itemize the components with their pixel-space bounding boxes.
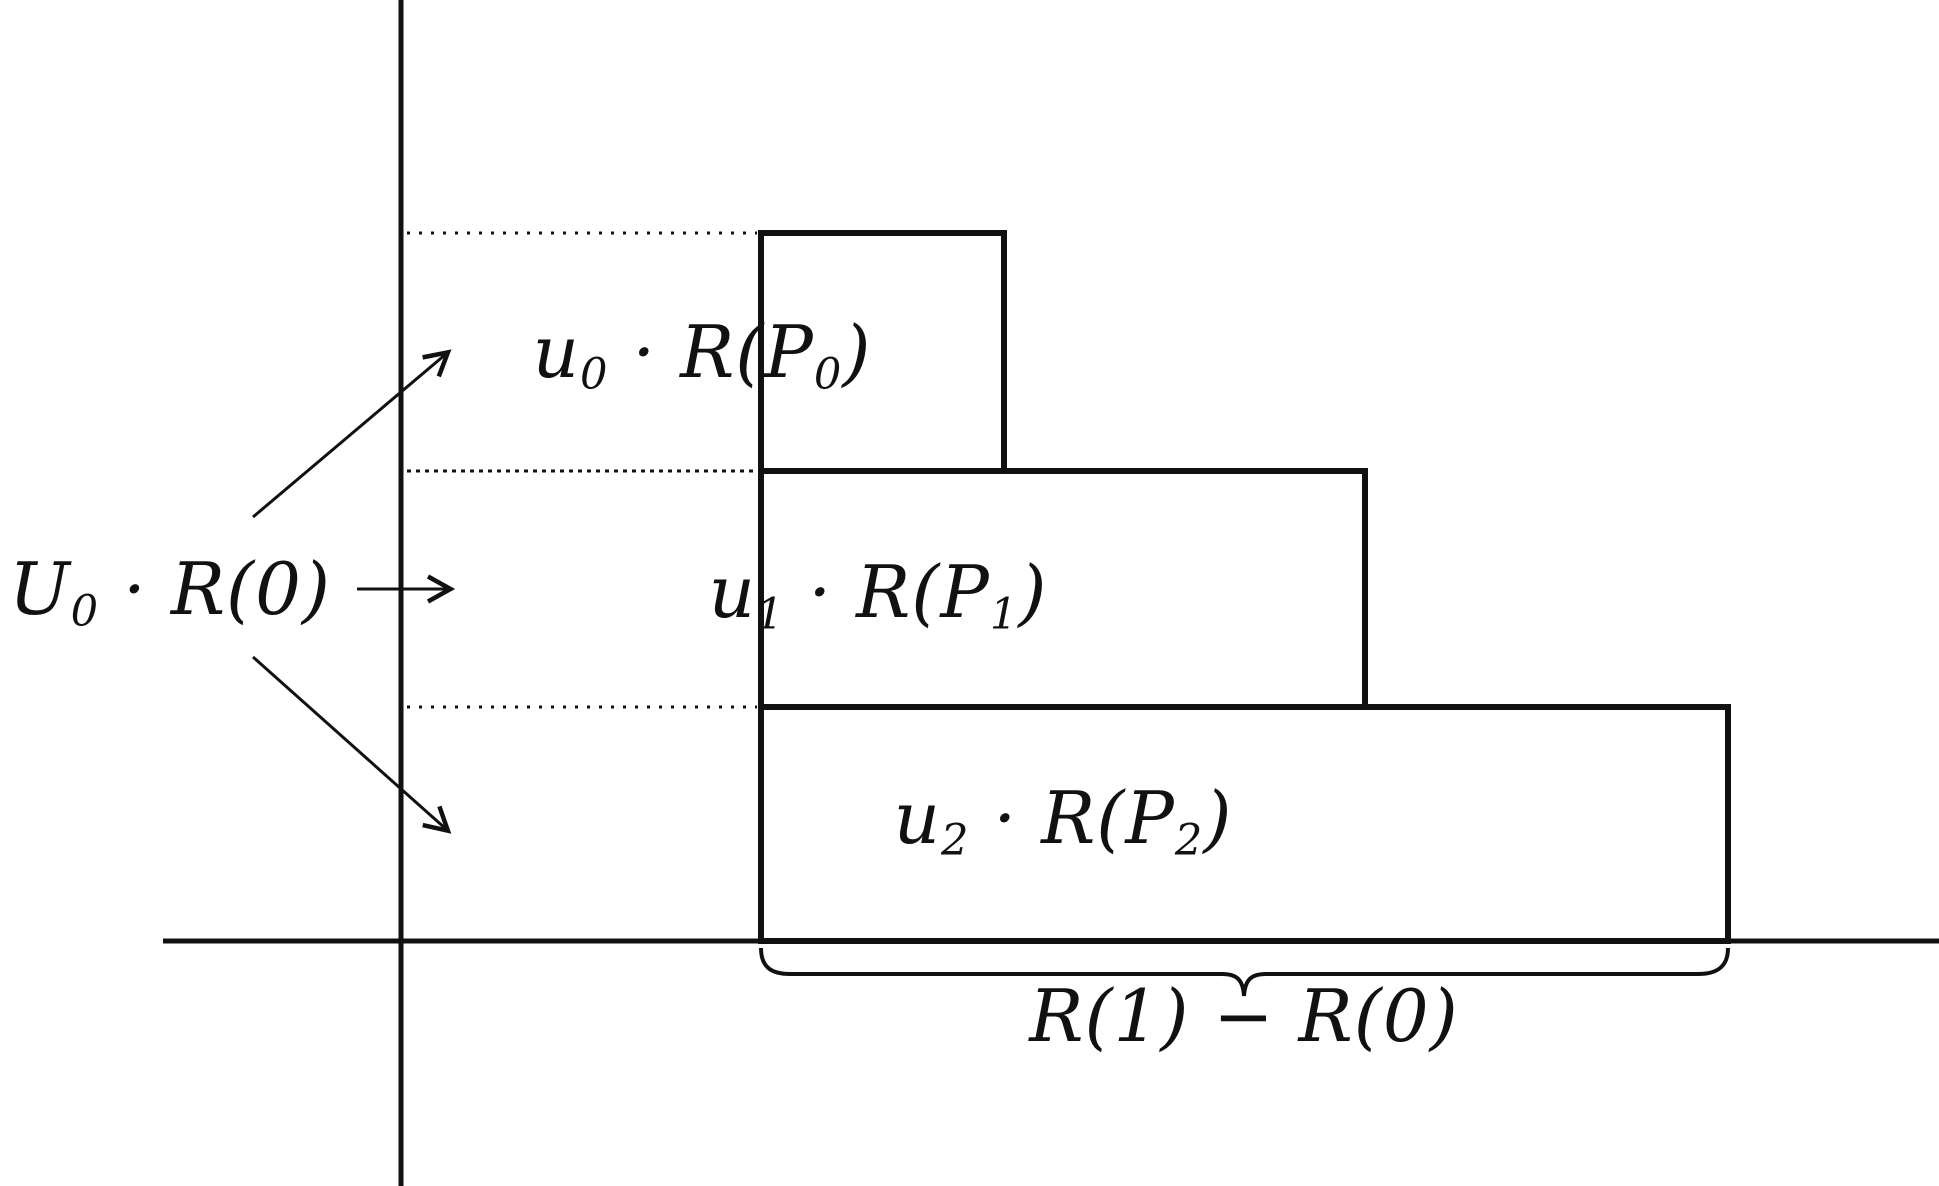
term2-close: ) (1203, 776, 1233, 860)
rect-term0 (758, 230, 1007, 474)
term0-var: u (532, 310, 580, 394)
term0-var-sub: 0 (579, 350, 609, 401)
term2-arg-sub: 2 (1174, 816, 1204, 867)
term1-var: u (708, 550, 756, 634)
arrow-to-term2 (252, 655, 452, 834)
left-rest: · R(0) (99, 547, 332, 631)
term1-middle: · R(P (784, 550, 990, 634)
label-term2: u2 · R(P2) (893, 776, 1233, 863)
label-left-total: U0 · R(0) (8, 547, 332, 634)
rect-term2 (758, 704, 1731, 944)
term2-var-sub: 2 (940, 816, 970, 867)
label-term1: u1 · R(P1) (708, 550, 1048, 637)
label-brace: R(1) − R(0) (1029, 974, 1459, 1058)
underbrace (759, 947, 1730, 997)
left-var: U (8, 547, 71, 631)
term1-close: ) (1018, 550, 1048, 634)
term0-close: ) (842, 310, 872, 394)
term2-middle: · R(P (969, 776, 1175, 860)
left-var-sub: 0 (70, 587, 100, 638)
term0-middle: · R(P (608, 310, 814, 394)
term0-arg-sub: 0 (813, 350, 843, 401)
term2-var: u (893, 776, 941, 860)
term1-arg-sub: 1 (989, 590, 1019, 641)
label-term0: u0 · R(P0) (532, 310, 872, 397)
arrow-to-term0 (252, 349, 452, 519)
rect-term1 (758, 468, 1368, 710)
term1-var-sub: 1 (755, 590, 785, 641)
brace-text: R(1) − R(0) (1029, 974, 1459, 1058)
